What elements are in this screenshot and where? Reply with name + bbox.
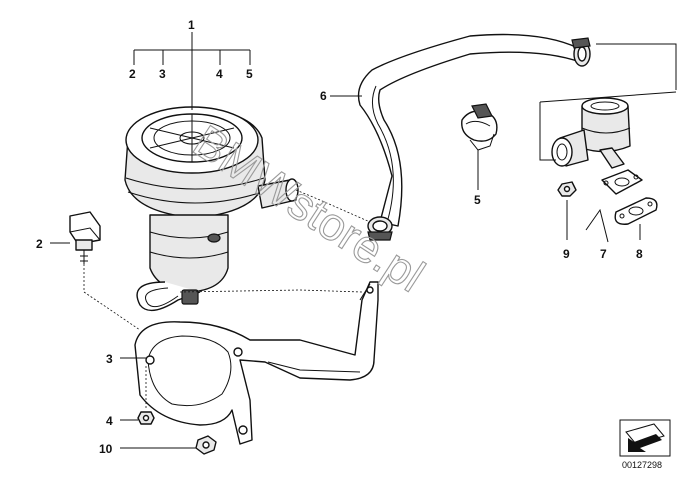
label-4-nut: 4 [106, 414, 113, 428]
label-1: 1 [188, 18, 195, 32]
label-2-top: 2 [129, 67, 136, 81]
nut-part-10[interactable] [195, 435, 217, 455]
diagram-code: 00127298 [622, 460, 662, 470]
label-2-sensor: 2 [36, 237, 43, 251]
arrow-icon [625, 423, 665, 445]
label-9: 9 [563, 247, 570, 261]
diagram-code-badge: 00127298 [619, 419, 671, 470]
nut-part-4[interactable] [137, 411, 155, 425]
gasket-part-8[interactable] [614, 197, 658, 225]
label-4-top: 4 [216, 67, 223, 81]
bracket-part-3[interactable] [134, 281, 379, 445]
label-7: 7 [600, 247, 607, 261]
label-3-top: 3 [159, 67, 166, 81]
label-6: 6 [320, 89, 327, 103]
label-3-bracket: 3 [106, 352, 113, 366]
label-8: 8 [636, 247, 643, 261]
hose-part-6[interactable] [357, 33, 591, 241]
label-5-top: 5 [246, 67, 253, 81]
callout-labels: 1 2 3 4 5 6 5 9 7 8 2 3 4 10 [36, 18, 643, 456]
valve-part-7[interactable] [551, 97, 643, 195]
label-10: 10 [99, 442, 113, 456]
nut-part-9[interactable] [557, 181, 577, 197]
sensor-part-2[interactable] [69, 211, 101, 264]
clamp-part-5[interactable] [461, 103, 498, 151]
label-5-clamp: 5 [474, 193, 481, 207]
